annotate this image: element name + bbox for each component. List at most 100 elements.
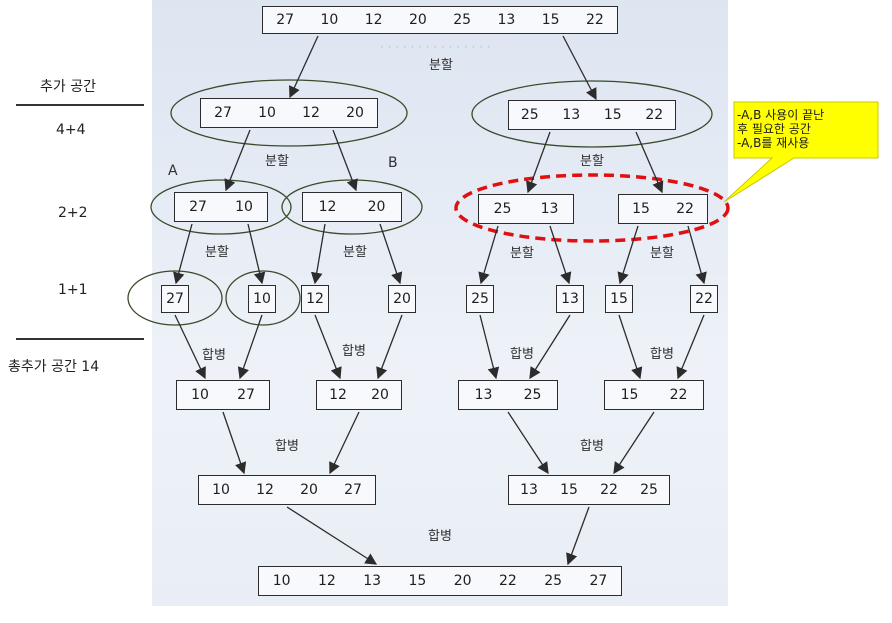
single-box-2: 10 (248, 285, 276, 313)
array-value: 20 (346, 105, 364, 121)
single-box-3: 12 (301, 285, 329, 313)
arrow (286, 506, 378, 565)
callout-line1: -A,B 사용이 끝난 (737, 108, 825, 122)
single-box-6: 13 (556, 285, 584, 313)
array-value: 22 (585, 12, 604, 28)
merge-label: 합병 (650, 347, 674, 362)
split-label: 분할 (510, 246, 534, 261)
array-value: 13 (497, 12, 516, 28)
arrow (174, 314, 206, 380)
arrow (676, 314, 705, 380)
total-extra-space: 총추가 공간 14 (8, 359, 100, 375)
split-label: 분할 (265, 154, 289, 169)
ellipse-b (281, 179, 423, 235)
arrow (618, 314, 643, 380)
arrow (526, 131, 551, 194)
label-a: A (168, 163, 178, 179)
arrow (478, 225, 499, 285)
arrow (635, 131, 664, 194)
arrow (479, 314, 500, 380)
callout-line2: 후 필요한 공간 (737, 122, 811, 136)
array-value: 22 (695, 291, 713, 307)
array-value: 15 (560, 482, 578, 498)
array-value: 10 (253, 291, 271, 307)
array-value: 13 (540, 201, 559, 217)
arrow (507, 411, 549, 475)
arrow (237, 314, 263, 380)
array-value: 13 (562, 107, 581, 123)
single-box-4: 20 (388, 285, 416, 313)
arrow (562, 35, 597, 101)
array-value: 12 (302, 105, 320, 121)
arrow (314, 314, 342, 380)
array-value: 25 (471, 291, 489, 307)
heading-rule (16, 104, 144, 106)
arrow (247, 223, 266, 285)
array-value: 25 (544, 573, 563, 589)
split-label: 분할 (580, 154, 604, 169)
array-value: 12 (256, 482, 274, 498)
array-value: 22 (498, 573, 517, 589)
arrow (566, 506, 590, 566)
array-value: 12 (306, 291, 324, 307)
array-value: 22 (645, 107, 664, 123)
arrow (310, 223, 326, 285)
merge-label: 합병 (275, 439, 299, 454)
array-value: 25 (640, 482, 658, 498)
split-label: 분할 (429, 58, 453, 73)
total-rule (16, 338, 144, 340)
split-label: 분할 (343, 245, 367, 260)
array-value: 10 (235, 199, 253, 215)
extra-space-heading: 추가 공간 (40, 79, 96, 95)
array-value: 12 (318, 199, 337, 215)
level3-space: 1+1 (58, 282, 88, 298)
arrow (613, 411, 655, 475)
array-value: 10 (191, 387, 209, 403)
single-box-5: 25 (466, 285, 494, 313)
array-value: 27 (166, 291, 184, 307)
ellipse-a (150, 179, 292, 235)
arrow (329, 411, 360, 475)
array-value: 20 (371, 387, 389, 403)
array-value: 27 (189, 199, 207, 215)
single-box-1: 27 (161, 285, 189, 313)
array-value: 22 (669, 387, 688, 403)
array-value: 25 (523, 387, 542, 403)
arrow (549, 225, 572, 285)
split-label: 분할 (650, 246, 674, 261)
array-value: 12 (329, 387, 347, 403)
merged-box-2: 12 20 (316, 380, 402, 410)
arrow (289, 35, 319, 99)
array-value: 20 (453, 573, 472, 589)
ellipse-single-1 (127, 270, 223, 326)
array-value: 27 (237, 387, 255, 403)
arrow (332, 129, 358, 192)
array-value: 25 (453, 12, 472, 28)
array-value: 20 (393, 291, 411, 307)
array-value: 13 (363, 573, 382, 589)
merge-label: 합병 (510, 347, 534, 362)
split-label: 분할 (205, 245, 229, 260)
array-value: 27 (589, 573, 608, 589)
red-dashed-ellipse (454, 173, 730, 243)
array-value: 10 (258, 105, 276, 121)
merged-box-1: 10 27 (176, 380, 270, 410)
ellipse-split-right (471, 80, 713, 148)
callout-line3: -A,B를 재사용 (737, 136, 810, 150)
array-value: 27 (344, 482, 362, 498)
array-value: 22 (676, 201, 694, 217)
merge-label: 합병 (202, 348, 226, 363)
level1-space: 4+4 (56, 122, 86, 138)
array-value: 27 (276, 12, 295, 28)
merge-label: 합병 (580, 439, 604, 454)
